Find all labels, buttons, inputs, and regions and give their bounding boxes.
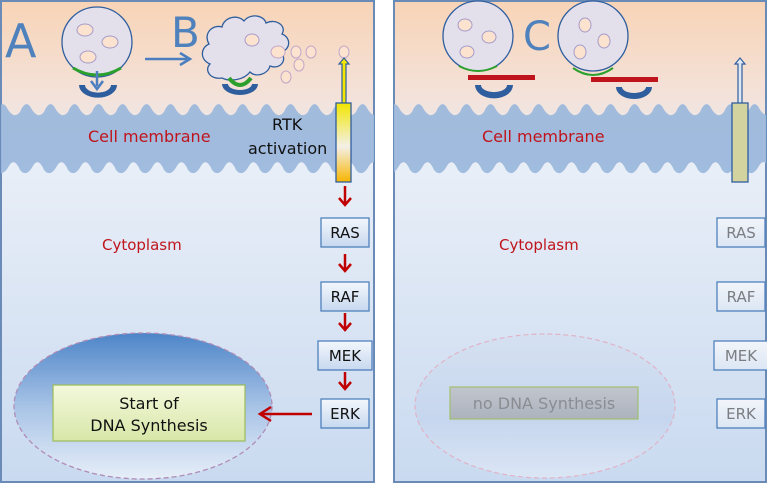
receptor-cup [79,85,117,98]
released-contents [270,45,350,84]
binding-arrow-icon [90,71,104,92]
dna-synthesis-box [52,384,246,442]
cascade-label-mek: MEK [329,347,362,365]
blocker-bar [468,75,535,80]
membrane-label: Cell membrane [88,127,211,146]
transition-arrow-icon [145,51,193,67]
cascade-arrowhead-icon [338,263,352,273]
step-label-c: C [523,14,551,60]
cascade-box-mek [317,340,373,371]
cascade-arrowhead-icon [338,381,352,391]
cytoplasm-label: Cytoplasm [102,236,182,254]
cascade-label-raf: RAF [331,288,360,306]
rtk-label-line1: RTK [272,115,303,134]
cascade-box-erk [320,398,370,429]
vesicle-blocked [442,0,514,72]
vesicle-intact [61,6,133,78]
cascade-arrowhead-icon [338,322,352,332]
dna-synthesis-text-line1: Start of [119,394,179,413]
vesicle-content [101,35,119,49]
cascade-box-ras [320,217,370,248]
cell-membrane [394,104,766,174]
no-dna-synthesis-text: no DNA Synthesis [473,394,615,413]
rtk-receptor-inactive [731,57,749,183]
blocker-bar [591,77,658,82]
cascade-box-raf [320,281,370,312]
cytoplasm-label: Cytoplasm [499,236,579,254]
cascade-box-raf [716,281,766,312]
step-label-b: B [171,8,200,57]
vesicle-content [76,23,94,37]
cascade-box-ras [716,217,766,248]
panel-left: A B [0,0,375,483]
no-dna-synthesis-box [449,386,639,420]
step-label-a: A [5,14,37,68]
cascade-label-ras: RAS [726,224,756,242]
cascade-label-mek: MEK [725,347,758,365]
signaling-cascade: RAS RAF MEK ERK [317,186,373,429]
cascade-label-erk: ERK [330,405,361,423]
signaling-cascade-inactive: RAS RAF MEK ERK [713,217,767,429]
cascade-box-erk [716,398,766,429]
vesicle-content [79,50,97,64]
cascade-label-erk: ERK [726,405,757,423]
cascade-label-ras: RAS [330,224,360,242]
receptor-cup [222,84,258,95]
membrane-label: Cell membrane [482,127,605,146]
rtk-receptor-active [335,57,352,183]
vesicle-fusing [201,15,290,87]
receptor-cup [616,87,652,99]
rtk-label-line2: activation [248,139,327,158]
cascade-label-raf: RAF [727,288,756,306]
cell-membrane [1,104,374,174]
cascade-box-mek [713,340,767,371]
dna-synthesis-text-line2: DNA Synthesis [90,416,207,435]
vesicle-blocked [557,0,629,76]
cascade-arrowhead-icon [338,197,352,207]
activation-arrow-icon [257,405,312,423]
receptor-cup [475,85,513,99]
